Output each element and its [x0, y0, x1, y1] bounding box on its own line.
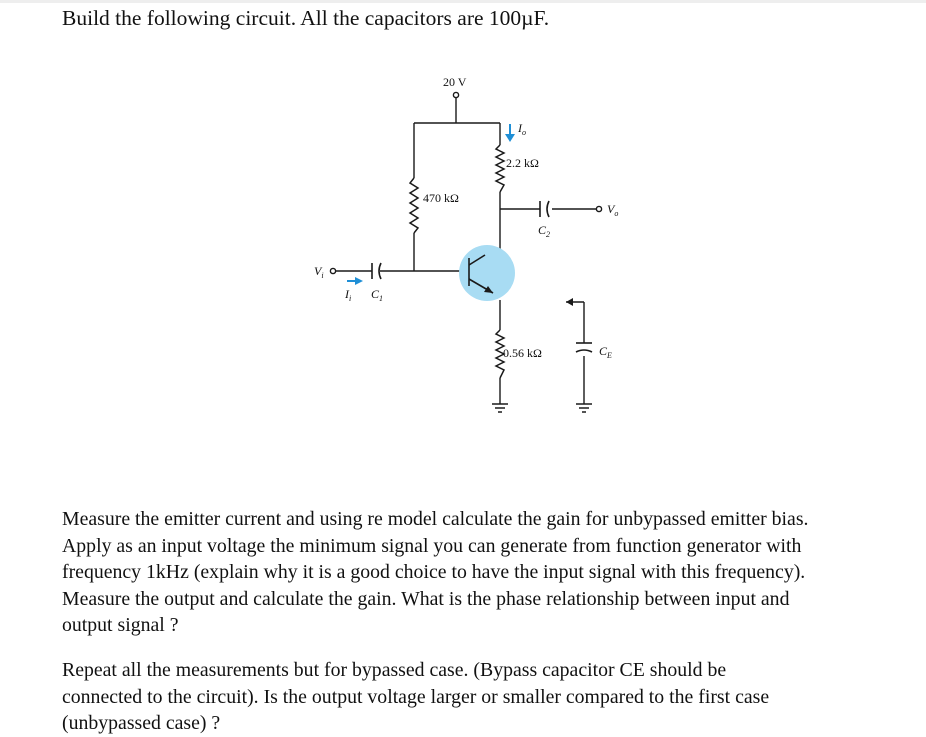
input-current-label: I — [344, 287, 350, 301]
supply-voltage-label: 20 V — [443, 75, 467, 89]
c2-label: C — [538, 223, 547, 237]
c2-sub: 2 — [546, 230, 550, 239]
switch-arrow — [566, 298, 573, 306]
paragraph-2-line-2: connected to the circuit). Is the output… — [62, 685, 770, 708]
output-voltage-sub: o — [614, 209, 618, 218]
ce-sub: E — [606, 351, 612, 360]
svg-text:Io: Io — [517, 121, 526, 137]
input-current-sub: i — [349, 294, 351, 303]
base-resistor-label: 470 kΩ — [423, 191, 459, 205]
capacitor-c1 — [371, 262, 382, 280]
resistor-470k — [408, 177, 420, 234]
circuit-diagram: 20 V 2.2 kΩ 470 kΩ 0.56 kΩ Io Vo Vi Ii C… — [314, 75, 618, 413]
ground-ce — [576, 403, 592, 413]
svg-text:C1: C1 — [371, 287, 383, 303]
capacitor-c2 — [539, 200, 550, 218]
svg-text:CE: CE — [599, 344, 612, 360]
input-voltage-sub: i — [321, 271, 323, 280]
ce-label: C — [599, 344, 608, 358]
top-divider — [0, 0, 926, 3]
output-voltage-label: V — [607, 202, 616, 216]
intro-text: Build the following circuit. All the cap… — [62, 6, 550, 30]
transistor-highlight — [459, 245, 515, 301]
output-current-arrow — [505, 124, 515, 142]
capacitor-ce — [575, 342, 593, 353]
paragraph-1-line-5: output signal ? — [62, 614, 179, 637]
paragraph-1-line-4: Measure the output and calculate the gai… — [62, 587, 790, 610]
c1-label: C — [371, 287, 380, 301]
resistor-2-2k — [494, 144, 506, 193]
svg-text:Vo: Vo — [607, 202, 618, 218]
input-current-arrow — [347, 277, 363, 285]
input-terminal — [329, 267, 337, 275]
svg-text:C2: C2 — [538, 223, 550, 239]
instructions-paragraph-2: Repeat all the measurements but for bypa… — [62, 657, 912, 737]
svg-text:Vi: Vi — [314, 264, 324, 280]
output-terminal — [595, 205, 603, 213]
supply-terminal — [452, 91, 460, 99]
output-current-sub: o — [522, 128, 526, 137]
resistor-0-56k — [494, 329, 506, 379]
emitter-resistor-label: 0.56 kΩ — [503, 346, 542, 360]
c1-sub: 1 — [379, 294, 383, 303]
wires — [329, 91, 603, 404]
input-voltage-label: V — [314, 264, 323, 278]
svg-text:Ii: Ii — [344, 287, 351, 303]
output-current-label: I — [517, 121, 523, 135]
paragraph-2-line-3: (unbypassed case) ? — [62, 712, 221, 735]
paragraph-2-line-1: Repeat all the measurements but for bypa… — [62, 659, 727, 681]
instructions-paragraph-1: Measure the emitter current and using re… — [62, 506, 912, 639]
paragraph-1-line-3: frequency 1kHz (explain why it is a good… — [62, 561, 806, 584]
paragraph-1-line-2: Apply as an input voltage the minimum si… — [62, 534, 802, 557]
collector-resistor-label: 2.2 kΩ — [506, 156, 539, 170]
emitter-arrow — [484, 286, 493, 293]
ground-emitter — [492, 403, 508, 413]
paragraph-1-line-1: Measure the emitter current and using re… — [62, 508, 809, 530]
